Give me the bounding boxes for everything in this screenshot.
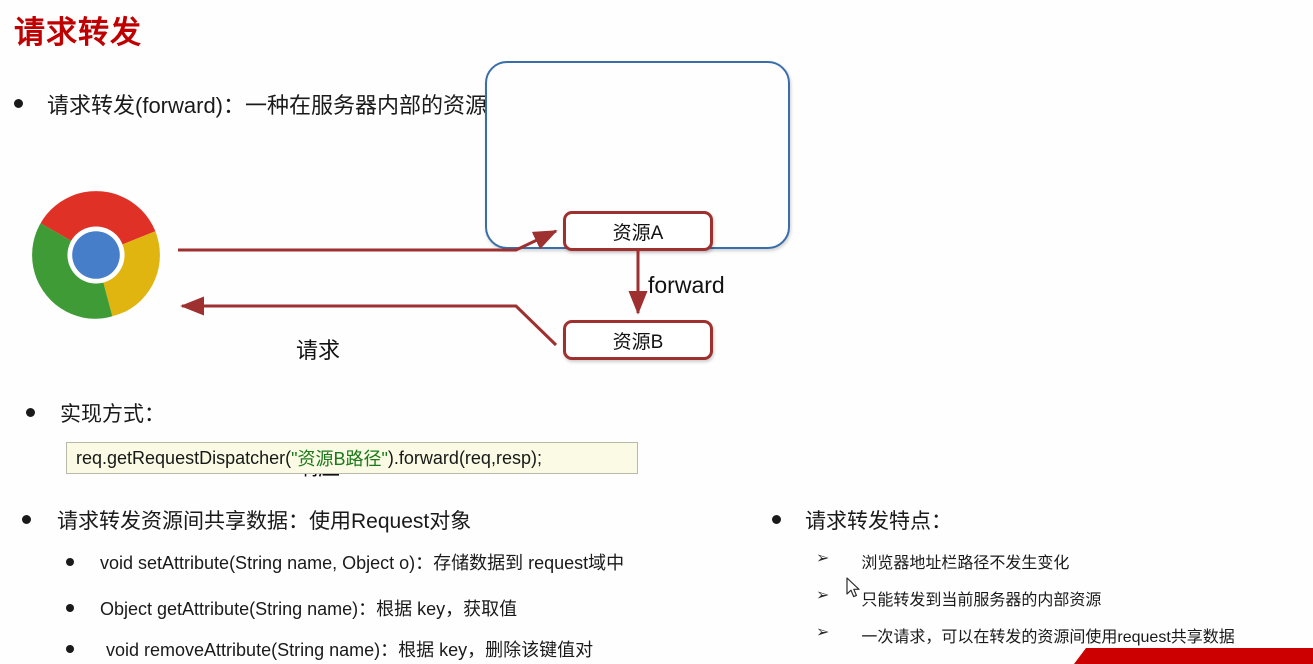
request-arrow-label: 请求 bbox=[296, 338, 341, 363]
bullet-dot-icon bbox=[66, 558, 74, 566]
code-suffix: ).forward(req,resp); bbox=[387, 447, 542, 468]
bullet-features: 请求转发特点： bbox=[772, 505, 952, 535]
bullet-implementation-text: 实现方式： bbox=[60, 403, 165, 426]
chrome-logo-icon bbox=[32, 191, 160, 319]
chevron-right-icon: ➢ bbox=[816, 587, 830, 604]
list-item-label: void setAttribute(String name, Object o)… bbox=[100, 553, 625, 573]
bullet-implementation: 实现方式： bbox=[26, 398, 165, 428]
list-item-label: void removeAttribute(String name)：根据 key… bbox=[106, 640, 594, 660]
resource-a-box: 资源A bbox=[563, 211, 713, 251]
bullet-share-data: 请求转发资源间共享数据：使用Request对象 bbox=[22, 505, 471, 535]
list-item-label: 浏览器地址栏路径不发生变化 bbox=[861, 555, 1070, 572]
list-item-label: 只能转发到当前服务器的内部资源 bbox=[861, 592, 1102, 609]
bullet-dot-icon bbox=[66, 645, 74, 653]
list-item: ➢ 浏览器地址栏路径不发生变化 bbox=[816, 549, 1069, 573]
code-string-literal: "资源B路径" bbox=[291, 449, 388, 469]
bullet-dot-icon bbox=[66, 604, 74, 612]
page-title: 请求转发 bbox=[14, 15, 142, 50]
bullet-share-data-text: 请求转发资源间共享数据：使用Request对象 bbox=[57, 510, 472, 533]
list-item-label: Object getAttribute(String name)：根据 key，… bbox=[100, 599, 518, 619]
bullet-dot-icon bbox=[14, 99, 23, 108]
list-item: ➢ 只能转发到当前服务器的内部资源 bbox=[816, 586, 1101, 610]
mouse-pointer-icon bbox=[846, 577, 860, 598]
code-prefix: req.getRequestDispatcher( bbox=[76, 447, 292, 468]
chevron-right-icon: ➢ bbox=[816, 550, 830, 567]
bottom-banner bbox=[1074, 648, 1313, 664]
bullet-dot-icon bbox=[22, 515, 31, 524]
bullet-dot-icon bbox=[26, 408, 35, 417]
bullet-features-text: 请求转发特点： bbox=[805, 510, 952, 533]
forward-arrow-label: forward bbox=[648, 272, 725, 298]
resource-b-box: 资源B bbox=[563, 320, 713, 360]
list-item: void setAttribute(String name, Object o)… bbox=[66, 549, 624, 575]
list-item-label: 一次请求，可以在转发的资源间使用request共享数据 bbox=[861, 629, 1235, 646]
list-item: void removeAttribute(String name)：根据 key… bbox=[66, 636, 593, 662]
chevron-right-icon: ➢ bbox=[816, 624, 830, 641]
list-item: ➢ 一次请求，可以在转发的资源间使用request共享数据 bbox=[816, 623, 1235, 647]
code-snippet-box: req.getRequestDispatcher("资源B路径").forwar… bbox=[66, 442, 638, 474]
list-item: Object getAttribute(String name)：根据 key，… bbox=[66, 595, 517, 621]
bullet-dot-icon bbox=[772, 515, 781, 524]
